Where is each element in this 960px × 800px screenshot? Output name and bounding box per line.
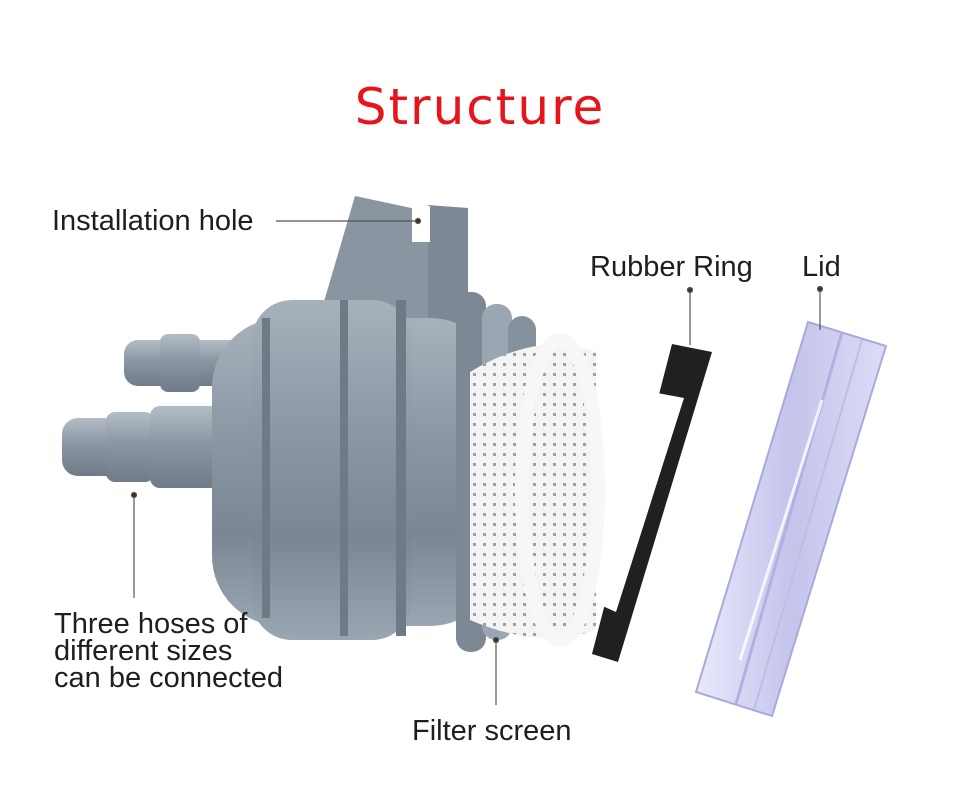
- transparent-lid: [694, 320, 888, 718]
- label-installation-hole: Installation hole: [52, 205, 254, 237]
- label-filter-screen: Filter screen: [412, 715, 572, 747]
- diagram-title: Structure: [354, 78, 606, 136]
- label-hoses-line-2: different sizes: [54, 635, 233, 667]
- label-rubber-ring: Rubber Ring: [590, 251, 753, 283]
- label-lid: Lid: [802, 251, 841, 283]
- label-hoses-line-3: can be connected: [54, 662, 283, 694]
- filter-screen: [470, 333, 605, 647]
- leader-lines: [130, 217, 824, 705]
- label-hoses-line-1: Three hoses of: [54, 608, 248, 640]
- rubber-ring: [592, 344, 712, 662]
